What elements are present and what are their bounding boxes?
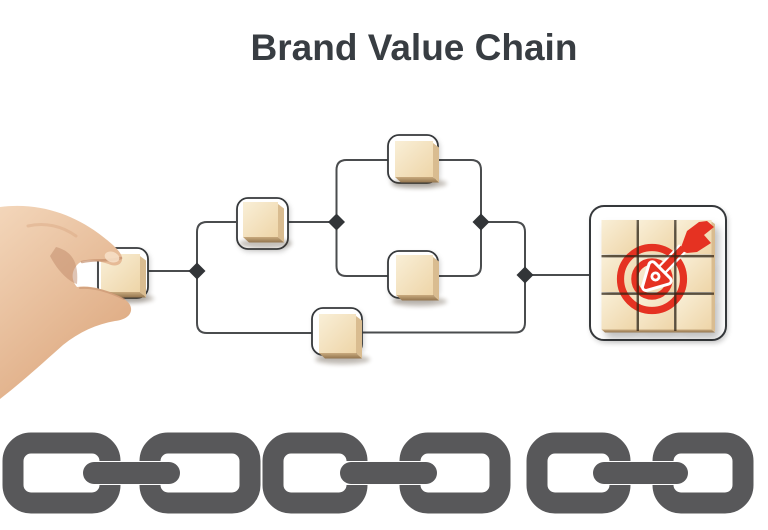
decision-diamond-3 [472, 213, 490, 231]
decision-diamond-1 [188, 262, 206, 280]
wood-cube-bypass [315, 314, 370, 365]
grid-side-edge [711, 221, 715, 332]
wood-cube-mid [392, 255, 447, 307]
connector-branch-top [335, 159, 482, 222]
chain-link-1 [2, 432, 121, 514]
chain-link-4 [399, 432, 511, 514]
decision-diamond-2 [328, 213, 345, 231]
dart-arrow-icon [641, 221, 714, 292]
goal-target-grid [601, 220, 715, 333]
wood-cube-top [391, 141, 447, 189]
chain-link-3 [262, 432, 368, 514]
index-fingernail [104, 251, 120, 263]
wood-cube-step [239, 202, 292, 249]
hand-icon [0, 205, 132, 399]
grid-bottom-edge [601, 329, 715, 333]
connector-lines [148, 159, 590, 334]
hand-web-shadow [50, 247, 78, 284]
decision-diamonds [188, 213, 534, 284]
knuckle-shading [26, 222, 78, 238]
connector-merge-down [481, 221, 526, 275]
connector-branch-bottom [335, 222, 482, 277]
chain-link-2 [139, 432, 261, 514]
chain-pill-3 [593, 462, 688, 484]
decision-diamond-4 [516, 266, 534, 284]
dart-fletching [680, 221, 714, 253]
chain-pill-1 [83, 462, 180, 484]
chain-link-6 [652, 432, 754, 514]
grid-gap-lines [601, 220, 714, 331]
page-title: Brand Value Chain [250, 27, 578, 68]
chain-pill-2 [340, 462, 437, 484]
chain-illustration [2, 432, 754, 514]
connector-bypass [362, 275, 526, 334]
chain-link-5 [526, 432, 631, 514]
thumb-crease [79, 286, 125, 300]
